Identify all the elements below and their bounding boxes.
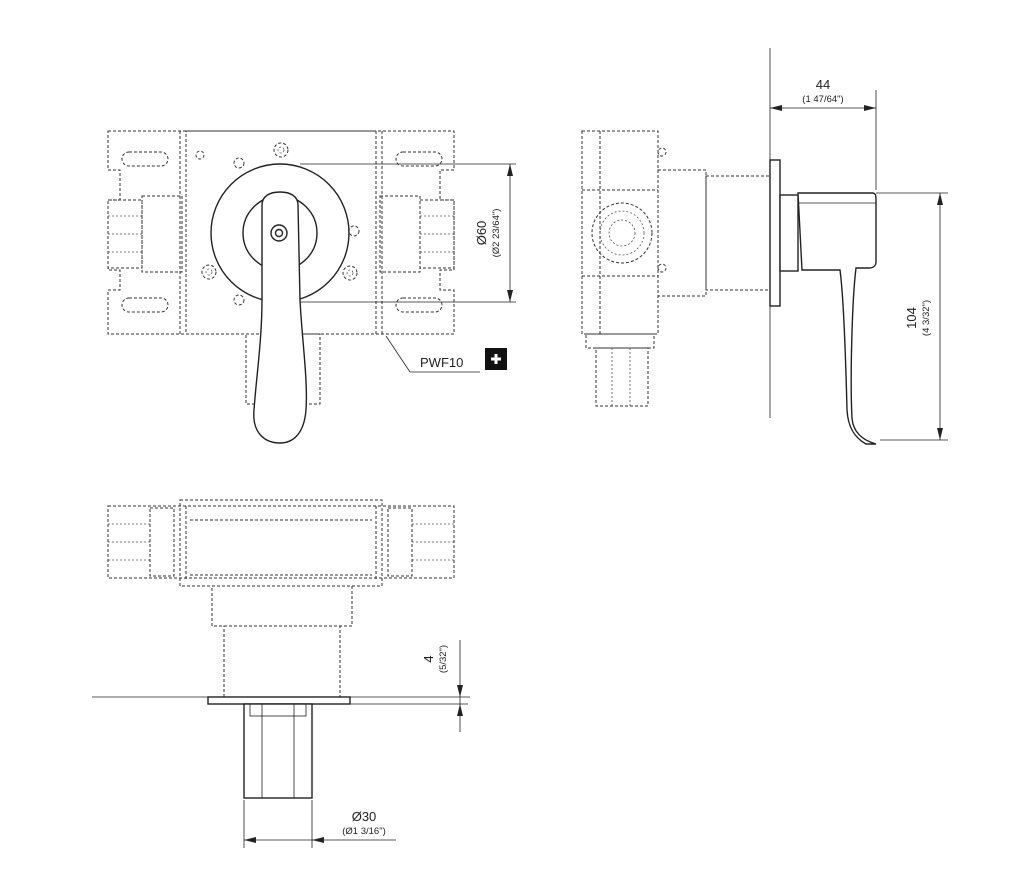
pwf10-callout: PWF10 (385, 335, 507, 373)
dimension-diameter-bottom: Ø30 (Ø1 3/16") (243, 800, 396, 848)
callout-label: PWF10 (420, 355, 463, 370)
dim-depth-top-imperial: (1 47/64") (802, 94, 843, 105)
front-view (107, 130, 455, 444)
side-escutcheon-plate (769, 159, 781, 307)
dim-height-side-imperial: (4 3/32") (921, 300, 932, 336)
bottom-escutcheon-plate (207, 696, 351, 705)
dimension-plate-thickness: 4 (5/32") (350, 640, 468, 732)
dimension-diameter-front: Ø60 (Ø2 23/64") (300, 163, 516, 303)
lever-handle (253, 191, 308, 444)
dim-diameter-bottom-value: Ø30 (352, 809, 377, 824)
dim-diameter-bottom-imperial: (Ø1 3/16") (342, 826, 386, 837)
dim-plate-thickness-imperial: (5/32") (438, 645, 449, 673)
dim-diameter-front-imperial: (Ø2 23/64") (491, 209, 502, 258)
dim-depth-top-value: 44 (816, 77, 830, 92)
dimension-height-side: 104 (4 3/32") (876, 192, 948, 441)
bottom-view (92, 499, 470, 799)
dimension-depth-top: 44 (1 47/64") (769, 48, 877, 418)
dim-height-side-value: 104 (904, 307, 919, 329)
dim-diameter-front-value: Ø60 (474, 221, 489, 246)
dim-plate-thickness-value: 4 (421, 655, 436, 662)
side-lever-handle (797, 192, 877, 445)
handle-stem (243, 703, 313, 799)
side-view (581, 130, 877, 445)
side-box-outline (581, 130, 659, 335)
bottom-box-outline (107, 505, 455, 579)
